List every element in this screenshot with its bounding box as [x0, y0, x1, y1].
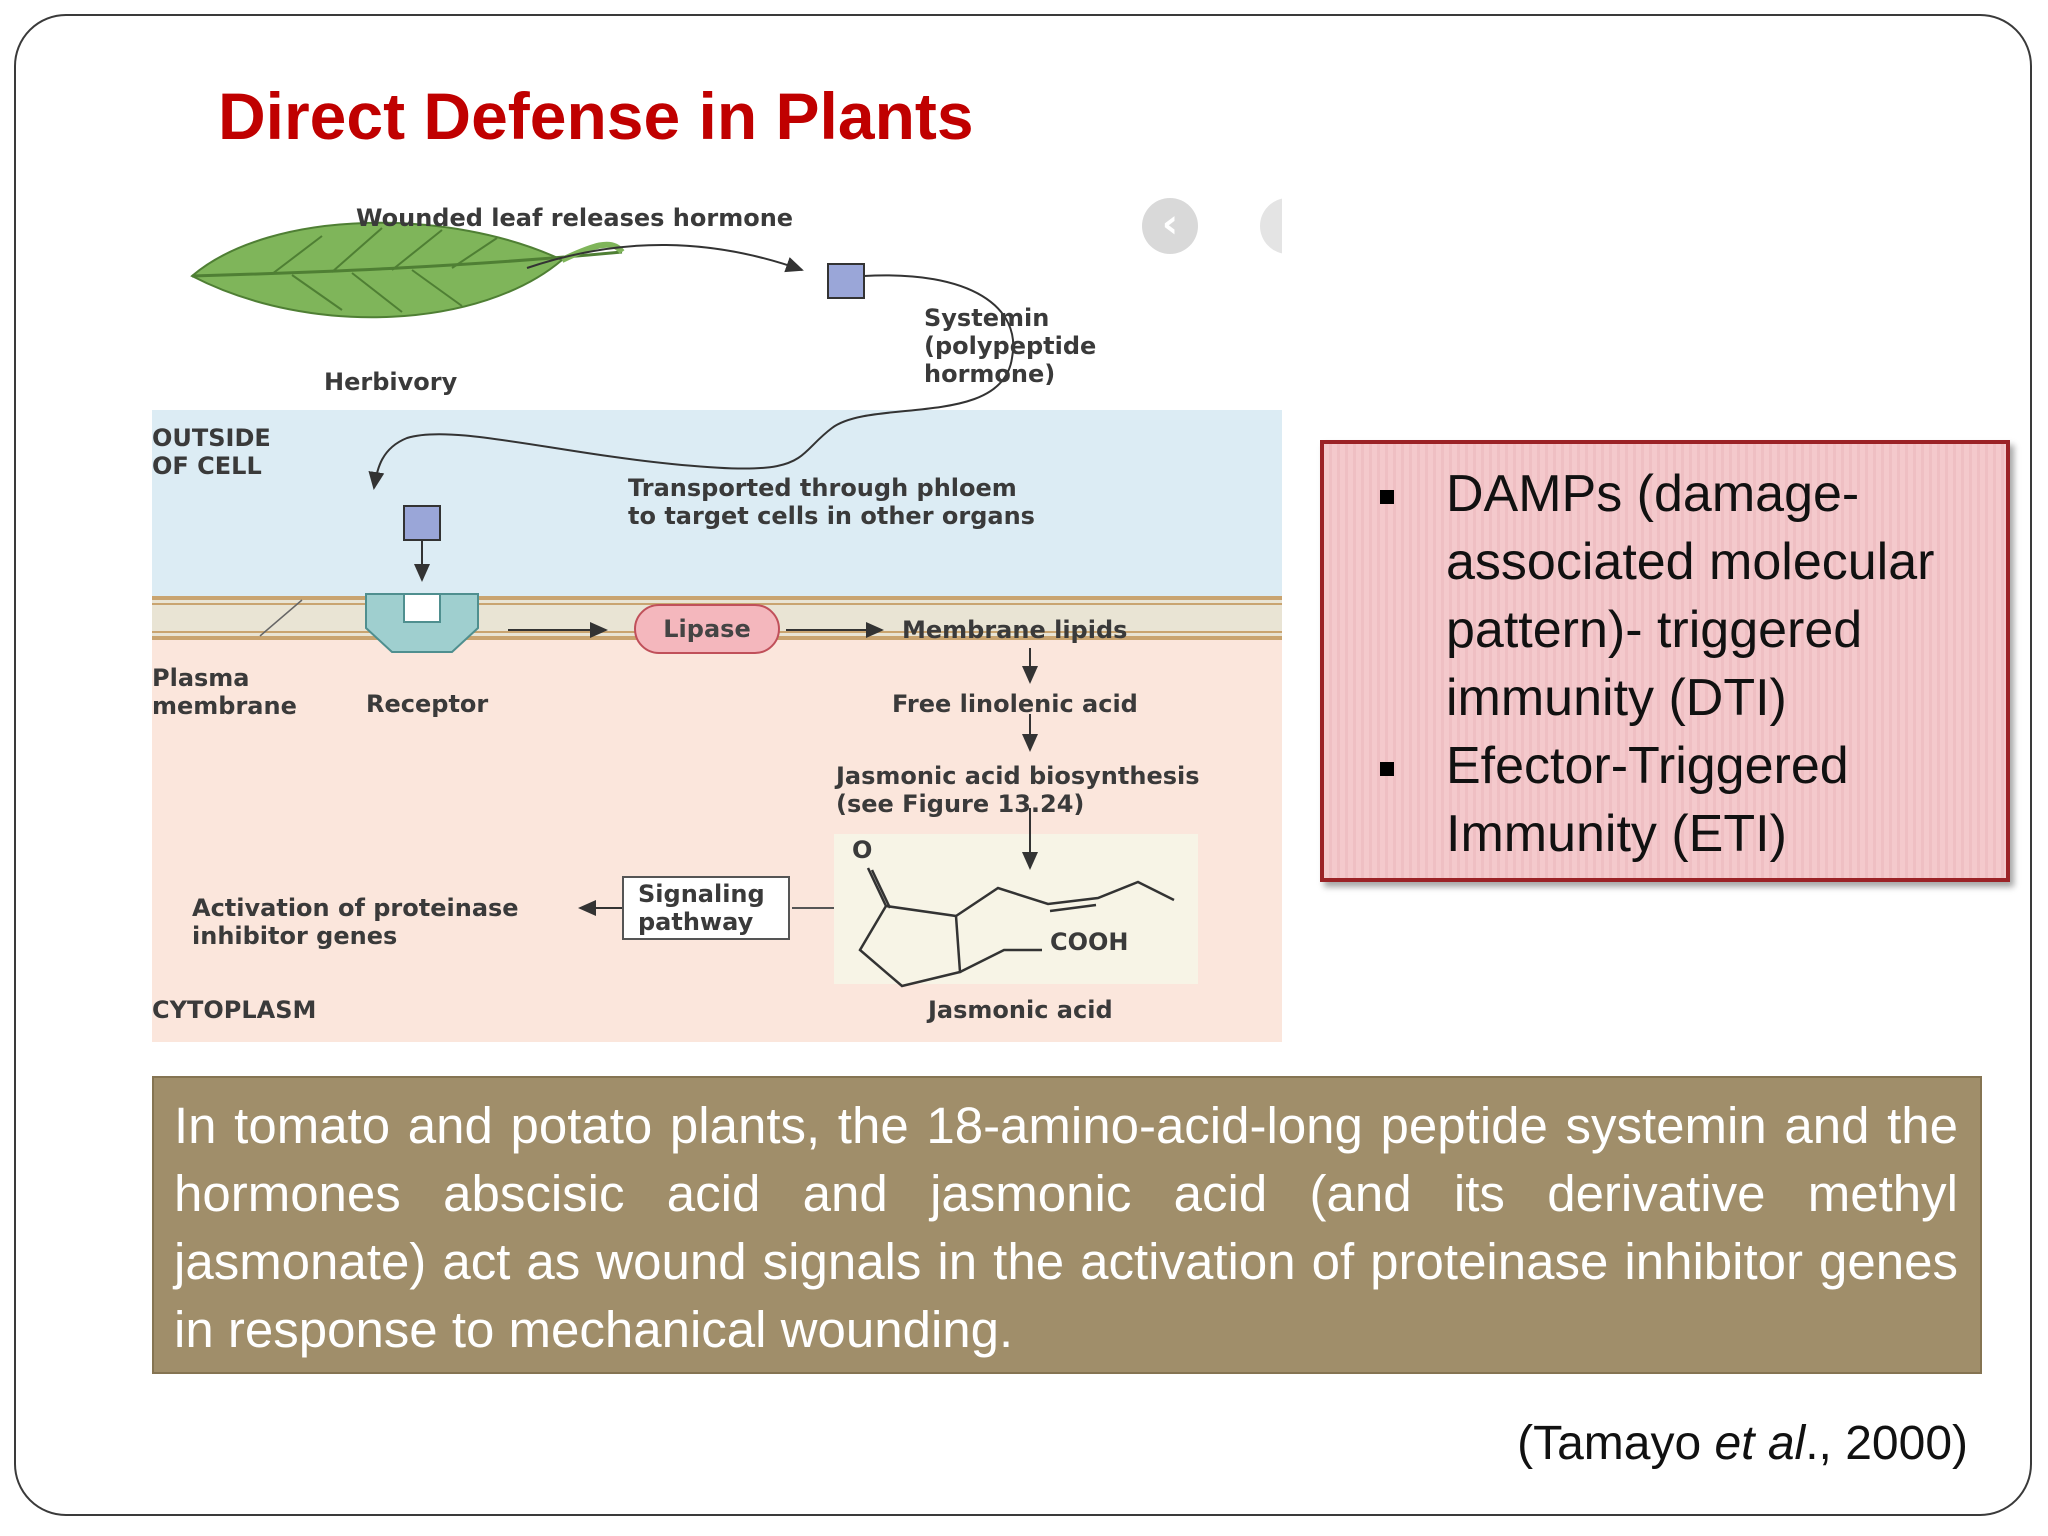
- label-plasma-membrane: Plasma membrane: [152, 664, 297, 720]
- systemin-square: [827, 263, 865, 299]
- nav-next-button[interactable]: [1260, 198, 1282, 254]
- systemin-pathway-diagram: ‹ Wounded leaf releases hormone Herbivor…: [152, 188, 1282, 1042]
- slide-title: Direct Defense in Plants: [218, 79, 974, 153]
- label-ja-biosynthesis: Jasmonic acid biosynthesis (see Figure 1…: [836, 762, 1200, 818]
- bullet-list: DAMPs (damage-associated molecular patte…: [1346, 460, 1976, 868]
- citation: (Tamayo et al., 2000): [1517, 1416, 1968, 1471]
- label-receptor: Receptor: [366, 690, 489, 718]
- citation-year: ., 2000): [1805, 1417, 1968, 1470]
- label-activation: Activation of proteinase inhibitor genes: [192, 894, 519, 950]
- molecule-panel: [834, 834, 1198, 984]
- label-cooh: COOH: [1050, 928, 1129, 956]
- chevron-left-icon: ‹: [1161, 201, 1179, 247]
- label-free-linolenic: Free linolenic acid: [892, 690, 1138, 718]
- diagram-graphics: [152, 221, 1282, 1042]
- label-cytoplasm: CYTOPLASM: [152, 996, 317, 1024]
- label-jasmonic-acid: Jasmonic acid: [928, 996, 1113, 1024]
- label-membrane-lipids: Membrane lipids: [902, 616, 1128, 644]
- label-outside-cell: OUTSIDE OF CELL: [152, 424, 271, 480]
- bullet-square-icon: [1380, 490, 1394, 504]
- bullet-item-eti: Efector-Triggered Immunity (ETI): [1346, 732, 1976, 868]
- label-transported: Transported through phloem to target cel…: [628, 474, 1035, 530]
- caption-text: In tomato and potato plants, the 18-amin…: [174, 1097, 1958, 1358]
- label-oxygen: O: [852, 836, 873, 864]
- nav-prev-button[interactable]: ‹: [1142, 198, 1198, 254]
- label-herbivory: Herbivory: [324, 368, 458, 396]
- citation-author: (Tamayo: [1517, 1417, 1715, 1470]
- bullet-text: Efector-Triggered Immunity (ETI): [1446, 737, 1849, 863]
- label-systemin: Systemin (polypeptide hormone): [924, 304, 1097, 388]
- bullet-square-icon: [1380, 762, 1394, 776]
- bullet-item-dti: DAMPs (damage-associated molecular patte…: [1346, 460, 1976, 732]
- signaling-pathway-box: Signaling pathway: [622, 876, 790, 940]
- label-lipase: Lipase: [663, 615, 751, 643]
- citation-etal: et al: [1714, 1417, 1806, 1470]
- leaf-icon: [190, 221, 625, 319]
- label-wounded-leaf: Wounded leaf releases hormone: [356, 204, 794, 232]
- immunity-bullet-box: DAMPs (damage-associated molecular patte…: [1320, 440, 2010, 882]
- jasmonic-acid-structure: [858, 867, 1175, 988]
- hormone-square: [403, 505, 441, 541]
- lipase-enzyme: Lipase: [634, 604, 780, 654]
- caption-box: In tomato and potato plants, the 18-amin…: [152, 1076, 1982, 1374]
- label-signaling: Signaling pathway: [638, 880, 765, 936]
- bullet-text: DAMPs (damage-associated molecular patte…: [1446, 465, 1935, 727]
